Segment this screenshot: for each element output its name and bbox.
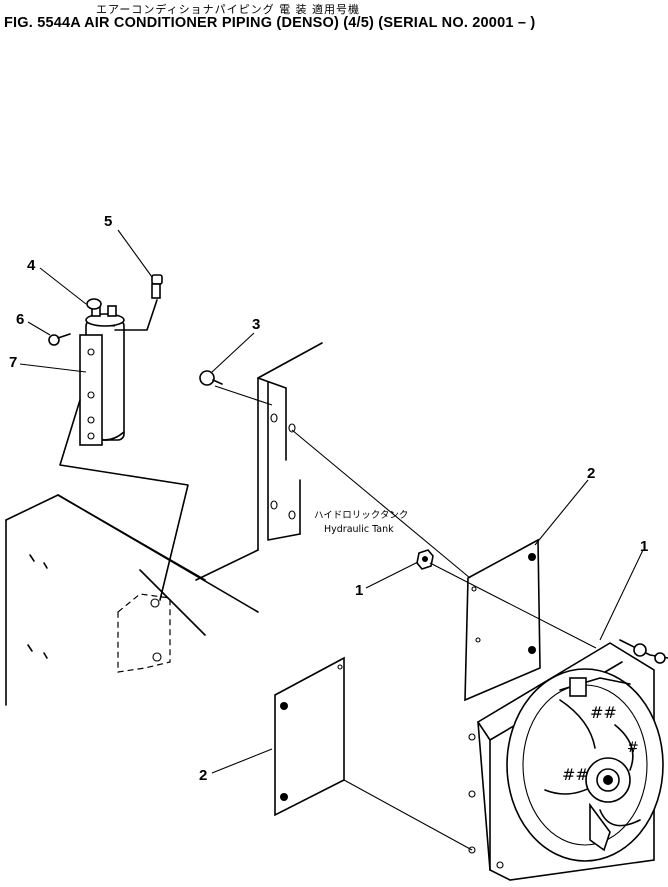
bolt-part-5 xyxy=(48,333,71,346)
nut-part-1 xyxy=(416,549,434,570)
callout-2-upper: 2 xyxy=(587,465,595,482)
leader-1-nut xyxy=(365,561,419,589)
machine-frame xyxy=(5,494,259,706)
leader-5 xyxy=(27,321,51,336)
leader-1-unit xyxy=(599,549,644,641)
callout-1-unit: 1 xyxy=(640,538,648,555)
leader-2-lower xyxy=(211,748,273,774)
pipe-dryer-down xyxy=(59,399,189,601)
condenser-fan-unit: ## ## # xyxy=(468,639,668,881)
figure-title: FIG. 5544A AIR CONDITIONER PIPING (DENSO… xyxy=(4,15,536,31)
svg-text:#: # xyxy=(627,740,639,756)
bolt-part-3 xyxy=(199,370,223,386)
callout-1-nut: 1 xyxy=(355,582,363,599)
pipe-dryer-top xyxy=(114,299,158,331)
leader-6 xyxy=(19,363,87,373)
callout-3: 3 xyxy=(252,316,260,333)
cover-plate-lower xyxy=(274,656,345,817)
hydraulic-tank xyxy=(195,342,323,581)
callout-5: 6 xyxy=(16,311,24,328)
tank-label-jp: ハイドロリックタンク xyxy=(314,510,408,521)
callout-6: 7 xyxy=(9,354,17,371)
bolt-part-4 xyxy=(86,298,102,310)
leader-2-upper xyxy=(534,479,589,546)
svg-text:##: ## xyxy=(562,765,589,784)
tank-label-en: Hydraulic Tank xyxy=(324,524,394,535)
leader-3 xyxy=(211,332,255,373)
leader-4 xyxy=(39,267,87,305)
callout-7: 5 xyxy=(104,213,112,230)
receiver-dryer xyxy=(79,305,125,446)
cover-plate-upper xyxy=(464,538,541,702)
japanese-title: エアーコンディショナパイピング 電 装 適用号機 xyxy=(96,3,361,16)
callout-2-lower: 2 xyxy=(199,767,207,784)
callout-4: 4 xyxy=(27,257,36,274)
leader-7 xyxy=(117,229,153,278)
svg-text:##: ## xyxy=(590,703,617,722)
bolt-part-7 xyxy=(151,274,163,299)
